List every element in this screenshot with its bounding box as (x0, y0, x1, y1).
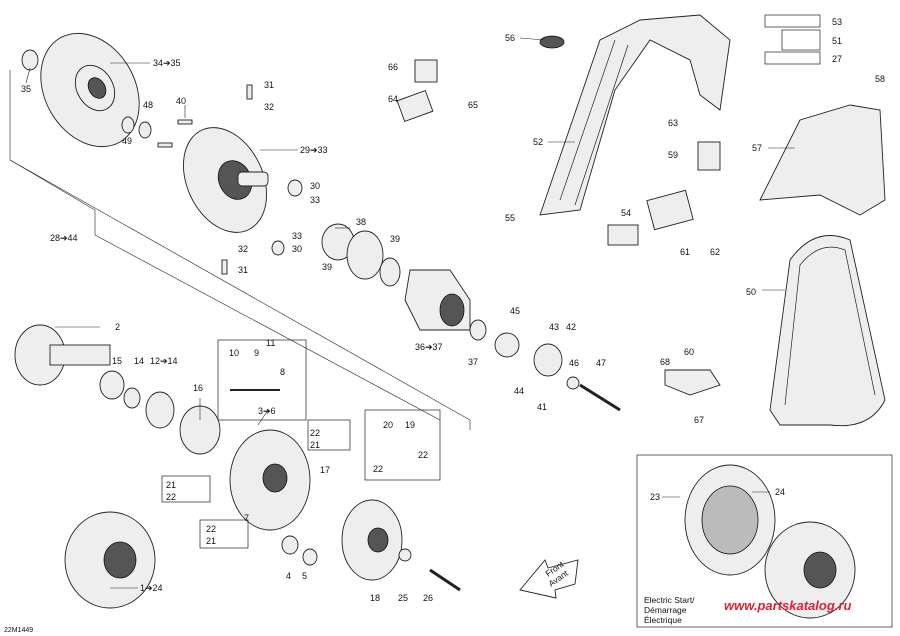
callout-labels: 1➔24 2 3➔6 4 5 7 8 9 10 11 12➔14 14 15 1… (21, 17, 885, 603)
label-22e: 22 (418, 450, 428, 460)
label-22d: 22 (373, 464, 383, 474)
label-22c: 22 (206, 524, 216, 534)
label-15: 15 (112, 356, 122, 366)
label-8: 8 (280, 367, 285, 377)
label-12-14: 12➔14 (150, 356, 178, 366)
label-65: 65 (468, 100, 478, 110)
electric-start-inset (636, 454, 893, 628)
fixed-sheave-half (157, 84, 303, 275)
label-62: 62 (710, 247, 720, 257)
label-27: 27 (832, 54, 842, 64)
label-25: 25 (398, 593, 408, 603)
label-46: 46 (569, 358, 579, 368)
decal-stickers (764, 14, 821, 65)
belt-guard-bracket (396, 14, 731, 396)
label-44: 44 (514, 386, 524, 396)
label-35: 35 (21, 84, 31, 94)
driven-pulley-sheave (21, 32, 152, 148)
label-39b: 39 (390, 234, 400, 244)
label-31a: 31 (264, 80, 274, 90)
label-22a: 22 (310, 428, 320, 438)
label-11: 11 (266, 338, 275, 348)
label-16: 16 (193, 383, 203, 393)
label-38: 38 (356, 217, 366, 227)
label-56: 56 (505, 33, 515, 43)
label-21c: 21 (206, 536, 216, 546)
label-58: 58 (875, 74, 885, 84)
label-30a: 30 (310, 181, 320, 191)
label-48: 48 (143, 100, 153, 110)
label-32b: 32 (238, 244, 248, 254)
label-4: 4 (286, 571, 291, 581)
label-41: 41 (537, 402, 547, 412)
label-19: 19 (405, 420, 415, 430)
label-60: 60 (684, 347, 694, 357)
label-45: 45 (510, 306, 520, 316)
label-31b: 31 (238, 265, 248, 275)
label-22b: 22 (166, 492, 176, 502)
detail-box-weights (161, 339, 441, 549)
label-59: 59 (668, 150, 678, 160)
label-28-44: 28➔44 (50, 233, 78, 243)
label-37: 37 (468, 357, 478, 367)
label-29-33: 29➔33 (300, 145, 328, 155)
label-57: 57 (752, 143, 762, 153)
callout-leaders (25, 37, 795, 589)
label-53: 53 (832, 17, 842, 27)
inset-caption-line1: Electric Start/ (644, 595, 695, 605)
label-64: 64 (388, 94, 398, 104)
label-21a: 21 (310, 440, 320, 450)
label-34-35: 34➔35 (153, 58, 181, 68)
inset-caption-line3: Électrique (644, 615, 682, 625)
label-51: 51 (832, 36, 842, 46)
label-20: 20 (383, 420, 393, 430)
label-63: 63 (668, 118, 678, 128)
label-26: 26 (423, 593, 433, 603)
label-5: 5 (302, 571, 307, 581)
label-43: 43 (549, 322, 559, 332)
label-68: 68 (660, 357, 670, 367)
watermark-text: www.partskatalog.ru (724, 598, 851, 613)
label-32a: 32 (264, 102, 274, 112)
label-14: 14 (134, 356, 144, 366)
inset-caption-line2: Démarrage (644, 605, 687, 615)
label-36-37: 36➔37 (415, 342, 443, 352)
front-direction-arrow (519, 559, 579, 599)
belt-guard-cover (759, 104, 886, 216)
label-9a: 9 (254, 348, 259, 358)
label-33b: 33 (292, 231, 302, 241)
label-2: 2 (115, 322, 120, 332)
label-61: 61 (680, 247, 690, 257)
label-39a: 39 (322, 262, 332, 272)
group-outline-lines (9, 70, 471, 430)
label-67: 67 (694, 415, 704, 425)
drive-belt (769, 235, 886, 427)
label-30b: 30 (292, 244, 302, 254)
label-55: 55 (505, 213, 515, 223)
spring-assembly (321, 223, 621, 412)
label-24: 24 (775, 487, 785, 497)
label-23: 23 (650, 492, 660, 502)
label-3-6: 3➔6 (258, 406, 276, 416)
drive-pulley-parts (14, 324, 461, 609)
label-54: 54 (621, 208, 631, 218)
label-42: 42 (566, 322, 576, 332)
label-49: 49 (122, 136, 132, 146)
label-18: 18 (370, 593, 380, 603)
label-7: 7 (244, 513, 249, 523)
label-52: 52 (533, 137, 543, 147)
label-33a: 33 (310, 195, 320, 205)
label-10: 10 (229, 348, 239, 358)
diagram-code: 22M1449 (4, 627, 33, 634)
label-17: 17 (320, 465, 330, 475)
label-21b: 21 (166, 480, 176, 490)
label-50: 50 (746, 287, 756, 297)
label-66: 66 (388, 62, 398, 72)
label-1-24: 1➔24 (140, 583, 163, 593)
label-40: 40 (176, 96, 186, 106)
label-47: 47 (596, 358, 606, 368)
